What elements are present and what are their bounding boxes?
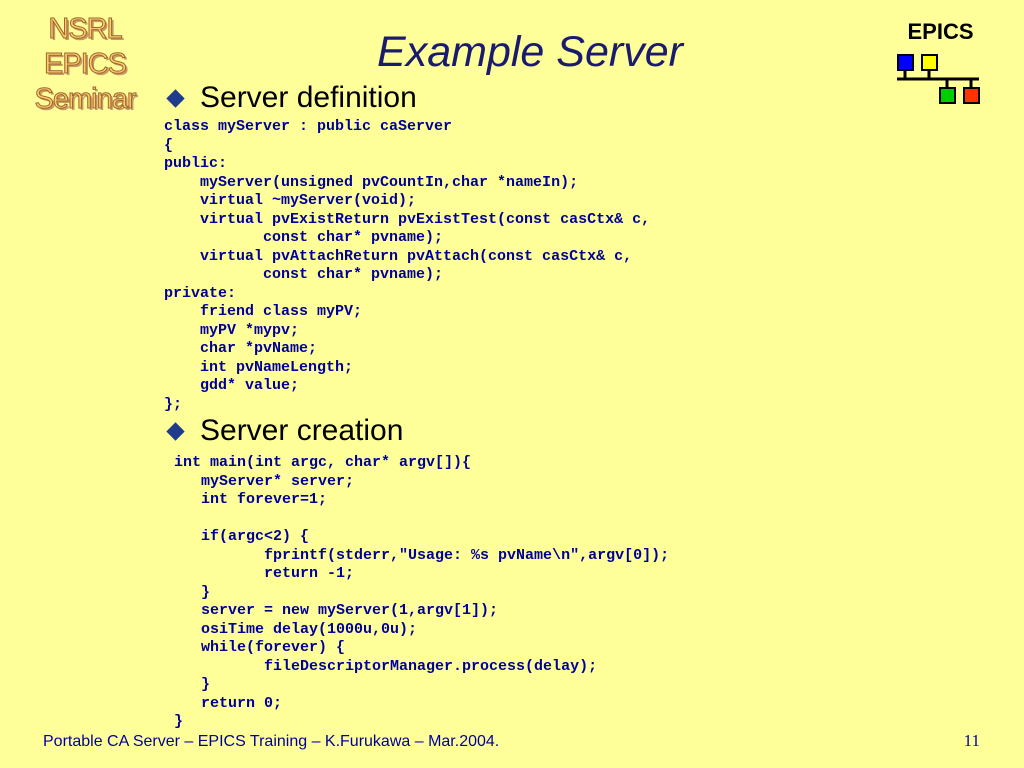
code-server-definition: class myServer : public caServer { publi… <box>164 118 651 413</box>
page-number: 11 <box>963 731 980 750</box>
slide-title: Example Server <box>377 28 683 76</box>
logo-line-seminar: Seminar <box>34 83 137 116</box>
footer-text: Portable CA Server – EPICS Training – K.… <box>43 733 500 750</box>
code-server-creation: int main(int argc, char* argv[]){ myServ… <box>174 454 670 730</box>
nsrl-seminar-logo: NSRL EPICS Seminar <box>30 12 140 117</box>
epics-logo-text: EPICS <box>907 19 974 44</box>
epics-network-icon <box>897 54 980 104</box>
logo-yellow-square <box>921 54 938 71</box>
bullet-label: Server definition <box>200 81 417 114</box>
bullet-label: Server creation <box>200 414 404 447</box>
logo-line-nsrl: NSRL <box>48 13 123 46</box>
bullet-server-definition: Server definition <box>165 80 417 116</box>
logo-line-epics: EPICS <box>43 48 127 81</box>
logo-blue-square <box>897 54 914 71</box>
bullet-server-creation: Server creation <box>165 413 403 449</box>
logo-green-square <box>939 87 956 104</box>
logo-red-square <box>963 87 980 104</box>
diamond-bullet-icon <box>166 88 185 108</box>
diamond-bullet-icon <box>166 421 185 441</box>
epics-logo: EPICS <box>893 18 988 108</box>
